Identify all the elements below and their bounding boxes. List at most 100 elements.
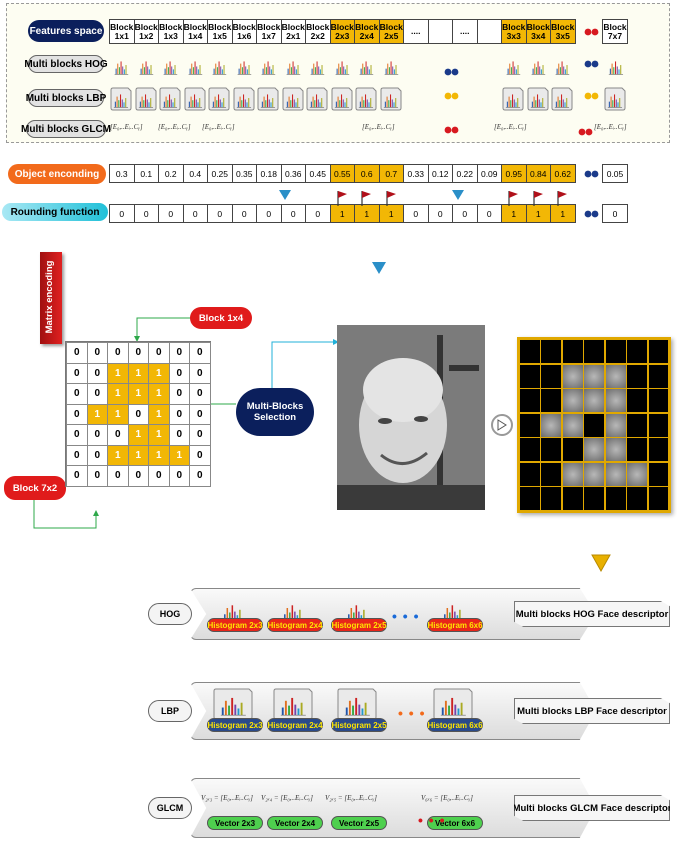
matrix-cell-4-2: 0 bbox=[107, 424, 129, 446]
hog-histogram-icon-5 bbox=[237, 61, 251, 75]
rounding-value-14: 0 bbox=[452, 204, 478, 223]
matrix-cell-3-0: 0 bbox=[66, 403, 88, 425]
label-hog: HOG bbox=[148, 603, 192, 625]
encoding-value-2: 0.2 bbox=[158, 164, 184, 183]
feature-block-3: Block 1x4 bbox=[182, 19, 208, 44]
grid-cell-1-0 bbox=[519, 363, 541, 389]
grid-cell-2-0 bbox=[519, 388, 541, 414]
lbp-histogram-icon-last bbox=[604, 87, 626, 111]
down-marker-1 bbox=[279, 190, 291, 200]
glcm-vector-formula-2: V₂ₓ₅ = [E₀,..Eᵢ..Cᵧ] bbox=[325, 794, 377, 802]
feature-block-12: .... bbox=[403, 19, 429, 44]
matrix-cell-2-6: 0 bbox=[189, 383, 211, 405]
down-arrow-icon-2 bbox=[591, 554, 611, 572]
tag-hog-1: Histogram 2x4 bbox=[267, 618, 323, 632]
encoding-value-17: 0.84 bbox=[525, 164, 551, 183]
glcm-vector-formula-0: V₂ₓ₃ = [E₀,..Eᵢ..Cᵧ] bbox=[201, 794, 253, 802]
multi-blocks-hog-label: Multi blocks HOG bbox=[24, 55, 108, 73]
grid-cell-2-3 bbox=[583, 388, 606, 414]
tag-hog-0: Histogram 2x3 bbox=[207, 618, 263, 632]
flag-icon bbox=[336, 191, 347, 206]
encoding-value-7: 0.36 bbox=[280, 164, 306, 183]
feature-block-4: Block 1x5 bbox=[207, 19, 233, 44]
matrix-cell-6-3: 0 bbox=[127, 465, 149, 487]
tag-lbp-0: Histogram 2x3 bbox=[207, 718, 263, 732]
grid-cell-1-2 bbox=[561, 363, 584, 389]
feature-block-last: Block 7x7 bbox=[602, 19, 628, 44]
encoding-value-15: 0.09 bbox=[476, 164, 502, 183]
lbp-histogram-icon-1 bbox=[135, 87, 156, 111]
grid-cell-1-5 bbox=[626, 363, 649, 389]
lbp-histogram-icon-17 bbox=[527, 87, 548, 111]
matrix-cell-4-3: 1 bbox=[127, 424, 149, 446]
feature-block-14: .... bbox=[452, 19, 478, 44]
feature-block-6: Block 1x7 bbox=[256, 19, 282, 44]
matrix-cell-0-1: 0 bbox=[86, 342, 108, 364]
lbp-dots-right bbox=[584, 92, 599, 100]
rounding-value-3: 0 bbox=[182, 204, 208, 223]
grid-cell-1-6 bbox=[647, 363, 670, 389]
matrix-cell-0-6: 0 bbox=[189, 342, 211, 364]
grid-cell-5-6 bbox=[647, 461, 670, 487]
grid-cell-2-2 bbox=[561, 388, 584, 414]
grid-cell-0-5 bbox=[626, 339, 649, 365]
lbp-histogram-icon-5 bbox=[233, 87, 254, 111]
encoding-value-0: 0.3 bbox=[109, 164, 135, 183]
feature-block-16: Block 3x3 bbox=[501, 19, 527, 44]
grid-cell-4-1 bbox=[540, 437, 563, 463]
feature-block-15 bbox=[476, 19, 502, 44]
hog-histogram-icon-3 bbox=[188, 61, 202, 75]
hog-histogram-icon-17 bbox=[531, 61, 545, 75]
glcm-formula-5: [E₀,..Eᵢ..Cᵧ] bbox=[594, 123, 627, 131]
hog-histogram-icon-0 bbox=[114, 61, 129, 75]
grid-cell-3-2 bbox=[561, 412, 584, 438]
grid-cell-5-4 bbox=[604, 461, 627, 487]
feature-block-10: Block 2x4 bbox=[354, 19, 380, 44]
tag-hog-2: Histogram 2x5 bbox=[331, 618, 387, 632]
matrix-cell-1-3: 1 bbox=[127, 362, 149, 384]
rounding-value-4: 0 bbox=[207, 204, 233, 223]
rounding-dots bbox=[584, 210, 599, 218]
matrix-cell-5-0: 0 bbox=[66, 444, 88, 466]
tag-glcm-1: Vector 2x4 bbox=[267, 816, 323, 830]
down-arrow-icon-1 bbox=[372, 262, 386, 274]
rounding-value-13: 0 bbox=[427, 204, 453, 223]
rounding-value-18: 1 bbox=[550, 204, 576, 223]
matrix-cell-0-3: 0 bbox=[127, 342, 149, 364]
lbp-histogram-0 bbox=[213, 688, 253, 720]
grid-cell-2-1 bbox=[540, 388, 563, 414]
rounding-value-12: 0 bbox=[403, 204, 429, 223]
encoding-value-3: 0.4 bbox=[182, 164, 208, 183]
matrix-cell-6-2: 0 bbox=[107, 465, 129, 487]
matrix-cell-6-6: 0 bbox=[189, 465, 211, 487]
features-space-label: Features space bbox=[28, 20, 104, 42]
tag-lbp-1: Histogram 2x4 bbox=[267, 718, 323, 732]
glcm-dots bbox=[444, 126, 459, 134]
flag-icon bbox=[508, 191, 518, 206]
grid-cell-5-1 bbox=[540, 461, 563, 487]
rounding-value-2: 0 bbox=[158, 204, 184, 223]
encoding-dots bbox=[584, 170, 599, 178]
glcm-formula-3: [E₀,..Eᵢ..Cᵧ] bbox=[362, 123, 395, 131]
lbp-histogram-3 bbox=[433, 688, 473, 720]
grid-cell-6-3 bbox=[583, 486, 606, 512]
matrix-cell-2-4: 1 bbox=[148, 383, 170, 405]
matrix-cell-6-5: 0 bbox=[168, 465, 190, 487]
dots-hog: • • • bbox=[392, 608, 420, 624]
grid-cell-1-3 bbox=[583, 363, 606, 389]
encoding-value-4: 0.25 bbox=[207, 164, 233, 183]
rounding-value-last: 0 bbox=[602, 204, 628, 223]
feature-block-8: Block 2x2 bbox=[305, 19, 331, 44]
matrix-cell-3-3: 0 bbox=[127, 403, 149, 425]
matrix-cell-5-5: 1 bbox=[168, 444, 190, 466]
lbp-histogram-icon-0 bbox=[110, 87, 132, 111]
matrix-cell-2-0: 0 bbox=[66, 383, 88, 405]
play-icon bbox=[497, 419, 507, 431]
feature-block-5: Block 1x6 bbox=[231, 19, 257, 44]
grid-cell-0-4 bbox=[604, 339, 627, 365]
grid-cell-1-4 bbox=[604, 363, 627, 389]
matrix-cell-3-2: 1 bbox=[107, 403, 129, 425]
rounding-value-7: 0 bbox=[280, 204, 306, 223]
grid-cell-6-0 bbox=[519, 486, 541, 512]
output-glcm: Multi blocks GLCM Face descriptor bbox=[514, 795, 670, 821]
